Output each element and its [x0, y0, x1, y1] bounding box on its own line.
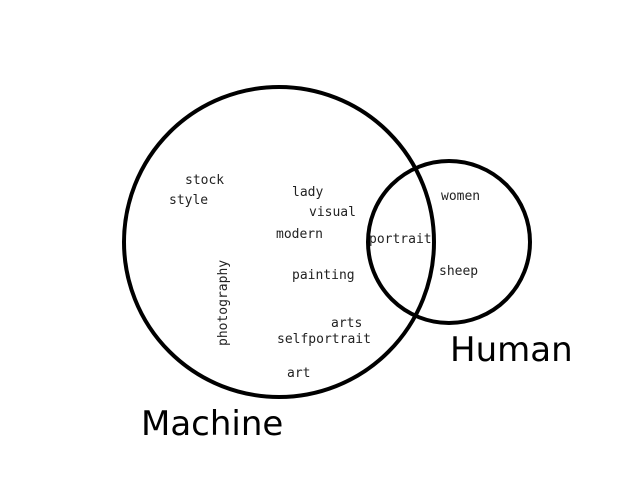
set-label-human: Human — [450, 330, 573, 370]
word-style: style — [169, 193, 208, 208]
word-art: art — [287, 366, 310, 381]
word-stock: stock — [185, 173, 224, 188]
machine-circle — [122, 85, 436, 399]
word-painting: painting — [292, 268, 355, 283]
word-lady: lady — [292, 185, 323, 200]
word-visual: visual — [309, 205, 356, 220]
word-women: women — [441, 189, 480, 204]
word-sheep: sheep — [439, 264, 478, 279]
word-selfportrait: selfportrait — [277, 332, 371, 347]
word-photography: photography — [216, 260, 231, 346]
word-arts: arts — [331, 316, 362, 331]
word-modern: modern — [276, 227, 323, 242]
word-portrait: portrait — [369, 232, 432, 247]
human-circle — [366, 159, 532, 325]
set-label-machine: Machine — [141, 404, 283, 444]
